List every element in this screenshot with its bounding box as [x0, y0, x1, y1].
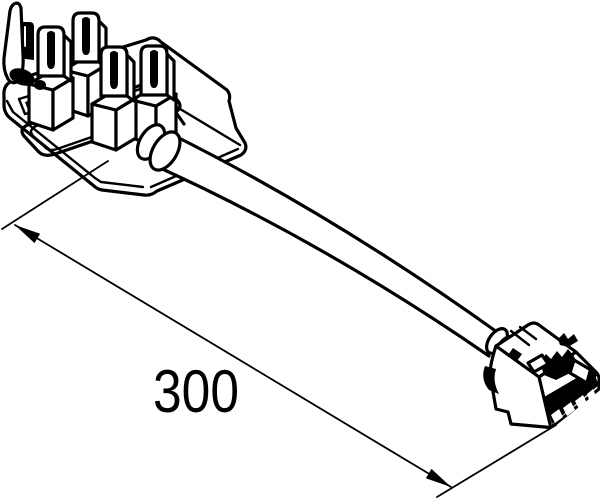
small-connector-drawing	[483, 321, 600, 429]
release-lever	[2, 1, 46, 90]
dimension-arrow-left	[15, 225, 41, 244]
wire-clamp	[483, 366, 499, 394]
pin	[90, 45, 138, 152]
dimension-extension-line-right	[436, 424, 557, 498]
dimension-arrow-right	[425, 468, 451, 487]
dimension-annotation: 300	[1, 160, 557, 498]
dimension-label: 300	[153, 358, 239, 425]
dimension-line	[14, 224, 452, 488]
latch-detail	[509, 325, 578, 380]
side-tongue	[568, 358, 593, 385]
cable-drawing	[156, 132, 499, 358]
dimension-extension-line-left	[1, 160, 109, 230]
terminal-pins	[17, 11, 178, 152]
pin	[27, 25, 75, 132]
strain-relief-grommet	[135, 123, 182, 172]
